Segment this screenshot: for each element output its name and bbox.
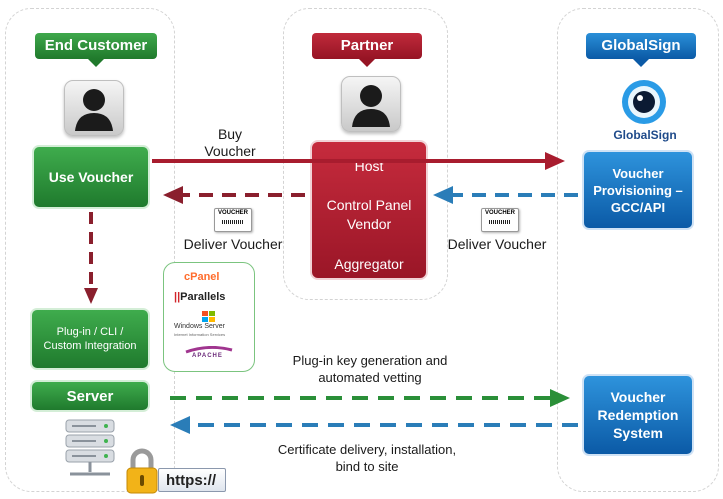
- globalsign-logo-text: GlobalSign: [613, 128, 677, 142]
- buy-voucher-arrow: [152, 152, 565, 170]
- use-voucher-to-plugin-arrow: [84, 212, 98, 304]
- apache-logo: APACHE: [192, 353, 223, 359]
- cert-delivery-arrow: [170, 416, 578, 434]
- parallels-logo: ||Parallels: [174, 291, 226, 303]
- partner-aggregator-label: Aggregator: [334, 256, 404, 272]
- end-customer-lane: [5, 8, 175, 492]
- server-rack-icon: [60, 418, 120, 480]
- integration-logos-panel: cPanel ||Parallels Windows Server Intern…: [163, 262, 255, 372]
- end-customer-header: End Customer: [35, 33, 157, 67]
- windows-server-logo: Windows Server: [174, 323, 225, 330]
- partner-avatar-icon: [341, 76, 401, 132]
- https-address-bar: https://: [158, 468, 226, 492]
- use-voucher-box: Use Voucher: [32, 145, 150, 209]
- server-label: Server: [66, 387, 114, 405]
- deliver-voucher-right-label: Deliver Voucher: [447, 236, 547, 252]
- cpanel-logo: cPanel: [184, 271, 220, 283]
- end-customer-avatar-icon: [64, 80, 124, 136]
- globalsign-header: GlobalSign: [586, 33, 696, 67]
- buy-voucher-label: Buy Voucher: [204, 126, 256, 159]
- partner-cpv-label: Control Panel Vendor: [326, 197, 412, 232]
- deliver-voucher-left-arrow: [163, 186, 305, 204]
- globalsign-lane: [557, 8, 719, 492]
- deliver-voucher-right-arrow: [433, 186, 578, 204]
- voucher-provisioning-box: Voucher Provisioning – GCC/API: [582, 150, 694, 230]
- server-box: Server: [30, 380, 150, 412]
- plugin-keygen-arrow: [170, 389, 570, 407]
- globalsign-eye-icon: [620, 78, 668, 126]
- voucher-redemption-box: Voucher Redemption System: [582, 374, 694, 456]
- voucher-right-icon: VOUCHER: [481, 208, 519, 232]
- windows-server-sub: Internet Information Services: [174, 332, 226, 337]
- apache-feather-icon: [184, 341, 234, 354]
- https-text: https://: [166, 472, 216, 489]
- voucher-redemption-label: Voucher Redemption System: [597, 389, 679, 441]
- partner-header: Partner: [312, 33, 422, 67]
- plugin-box: Plug-in / CLI / Custom Integration: [30, 308, 150, 370]
- use-voucher-label: Use Voucher: [48, 169, 134, 185]
- plugin-keygen-label: Plug-in key generation and automated vet…: [292, 353, 448, 385]
- partner-lane: [283, 8, 448, 300]
- windows-flag-icon: [202, 310, 216, 322]
- voucher-left-icon: VOUCHER: [214, 208, 252, 232]
- partner-box: Host Control Panel Vendor Aggregator: [310, 140, 428, 280]
- cert-delivery-label: Certificate delivery, installation, bind…: [277, 442, 457, 474]
- plugin-label: Plug-in / CLI / Custom Integration: [43, 326, 137, 352]
- padlock-icon: [124, 448, 160, 494]
- deliver-voucher-left-label: Deliver Voucher: [183, 236, 283, 252]
- voucher-provisioning-label: Voucher Provisioning – GCC/API: [593, 165, 683, 215]
